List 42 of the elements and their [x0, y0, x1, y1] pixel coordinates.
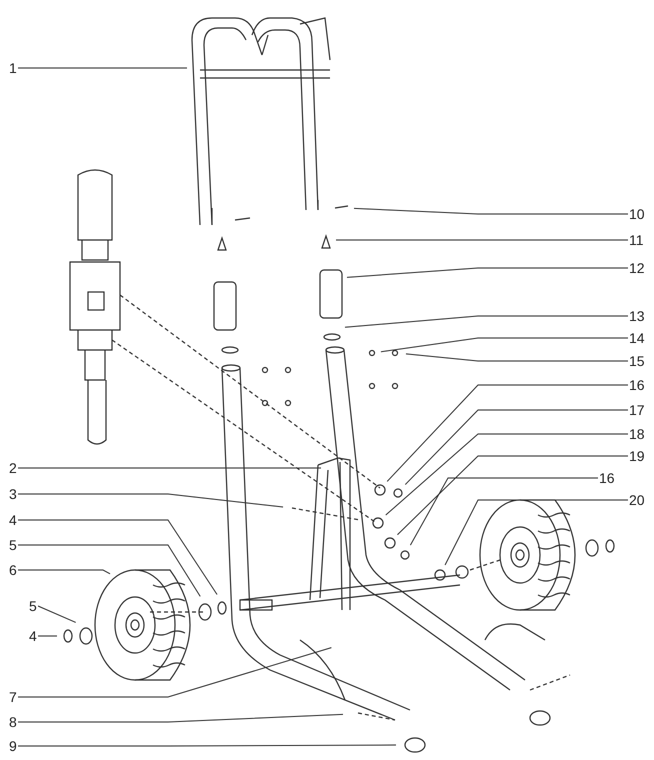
callout-number: 2 — [8, 460, 18, 476]
leader-line — [18, 570, 111, 574]
callout-number: 19 — [628, 448, 646, 464]
callout-number: 10 — [628, 206, 646, 222]
leader-line — [18, 647, 332, 698]
callout-number: 9 — [8, 738, 18, 754]
leader-line — [386, 384, 628, 482]
leader-line — [385, 434, 628, 516]
leader-line — [38, 606, 76, 623]
callout-number: 12 — [628, 260, 646, 276]
leader-line — [380, 338, 628, 352]
callout-number: 18 — [628, 426, 646, 442]
callout-number: 15 — [628, 353, 646, 369]
leader-line — [18, 494, 284, 508]
callout-number: 5 — [8, 537, 18, 553]
leader-line — [18, 520, 218, 595]
callout-number: 4 — [8, 512, 18, 528]
callout-number: 6 — [8, 562, 18, 578]
callout-number: 13 — [628, 308, 646, 324]
callout-number: 17 — [628, 402, 646, 418]
callout-number: 20 — [628, 492, 646, 508]
leader-line — [18, 744, 396, 746]
callout-number: 11 — [628, 232, 645, 248]
callout-number: 7 — [8, 689, 18, 705]
callout-number: 3 — [8, 486, 18, 502]
leader-line — [410, 478, 598, 546]
leader-line — [18, 544, 201, 597]
leader-line — [354, 208, 628, 214]
callout-number: 16 — [598, 470, 616, 486]
callout-number: 5 — [28, 598, 38, 614]
callout-number: 16 — [628, 377, 646, 393]
leader-line — [344, 316, 628, 328]
callout-number: 1 — [8, 60, 18, 76]
leader-line — [404, 410, 628, 486]
callout-number: 8 — [8, 714, 18, 730]
callout-number: 4 — [28, 628, 38, 644]
callout-number: 14 — [628, 330, 646, 346]
leader-line — [346, 268, 628, 278]
leader-line — [396, 456, 628, 536]
leader-line — [405, 353, 628, 362]
leader-line — [444, 500, 628, 566]
leader-line — [18, 714, 344, 722]
